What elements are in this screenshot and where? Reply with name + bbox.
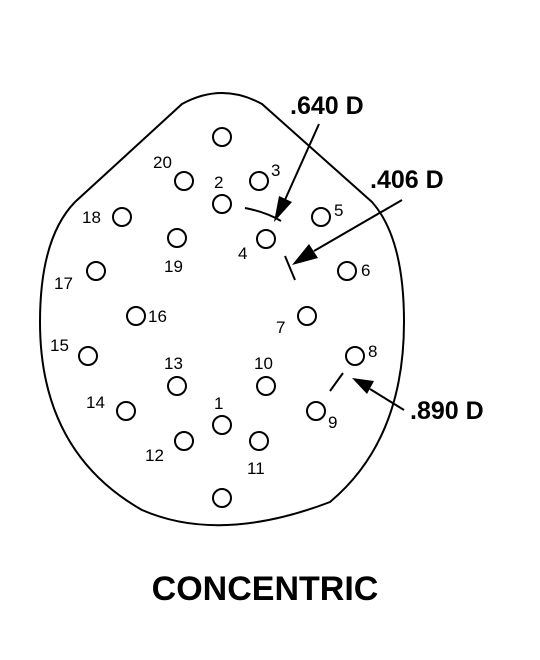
- pin-11: 11: [247, 431, 269, 478]
- pin-19: 19: [164, 228, 187, 276]
- pin-3: 3: [249, 161, 280, 191]
- pin-4-label: 4: [238, 244, 247, 263]
- pin-5-label: 5: [334, 201, 343, 220]
- pin-13: 13: [164, 354, 187, 396]
- diagram-caption: CONCENTRIC: [152, 570, 379, 608]
- pin-20-label: 20: [153, 153, 172, 172]
- pin-5: 5: [311, 201, 343, 227]
- connector-outline: [38, 92, 406, 527]
- outer-ring-tick: [329, 372, 344, 392]
- pin-9-label: 9: [328, 413, 337, 432]
- pin-16: 16: [126, 306, 167, 326]
- pin-19-label: 19: [164, 257, 183, 276]
- pin-3-label: 3: [271, 161, 280, 180]
- pin-16-label: 16: [148, 307, 167, 326]
- outer-diameter-callout: .890 D: [352, 378, 484, 425]
- pin-18: 18: [82, 207, 132, 227]
- pin-2-label: 2: [214, 173, 223, 192]
- pin-6-label: 6: [361, 261, 370, 280]
- pin-12: 12: [145, 431, 194, 465]
- pin-8-label: 8: [368, 342, 377, 361]
- pin-17-label: 17: [54, 274, 73, 293]
- pin-12-label: 12: [145, 446, 164, 465]
- pin-10: 10: [254, 354, 276, 396]
- pin-7: 7: [276, 306, 317, 337]
- pin-4: 4: [238, 229, 276, 263]
- pin-17: 17: [54, 261, 106, 293]
- pin-14-label: 14: [86, 393, 105, 412]
- pin-1: 1: [212, 394, 232, 435]
- inner-diameter-callout: .640 D: [274, 92, 364, 222]
- pin-9: 9: [306, 401, 337, 432]
- outer-diameter-label: .890 D: [410, 397, 484, 425]
- pin-13-label: 13: [164, 354, 183, 373]
- pin-top: [212, 127, 232, 147]
- pin-1-label: 1: [214, 394, 223, 413]
- inner-ring-arc: [244, 207, 282, 222]
- pin-6: 6: [337, 261, 370, 281]
- inner-diameter-label: .640 D: [290, 92, 364, 120]
- middle-diameter-label: .406 D: [370, 166, 444, 194]
- pin-11-label: 11: [247, 459, 265, 478]
- pin-7-label: 7: [276, 318, 285, 337]
- middle-ring-tick: [284, 255, 296, 281]
- pin-15-label: 15: [50, 336, 69, 355]
- pin-2: 2: [212, 173, 232, 214]
- pin-bottom: [212, 488, 232, 508]
- pin-14: 14: [86, 393, 136, 421]
- pin-20: 20: [153, 153, 194, 191]
- pin-15: 15: [50, 336, 98, 366]
- pin-10-label: 10: [254, 354, 273, 373]
- pin-8: 8: [345, 342, 377, 366]
- middle-diameter-callout: .406 D: [292, 166, 444, 265]
- pin-18-label: 18: [82, 208, 101, 227]
